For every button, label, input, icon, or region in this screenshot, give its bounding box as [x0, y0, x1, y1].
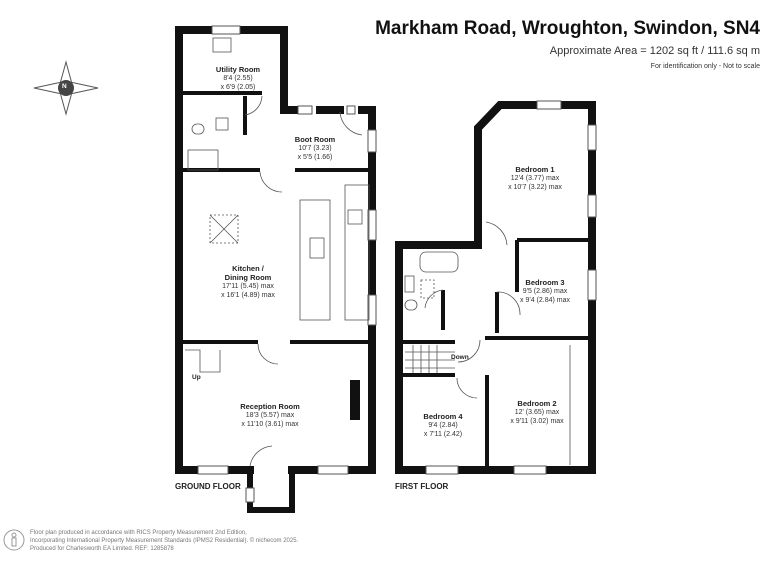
footer-credits: Floor plan produced in accordance with R… — [30, 530, 299, 552]
disclaimer-note: For identification only - Not to scale — [650, 63, 760, 70]
compass-icon — [33, 60, 99, 116]
person-logo-icon — [3, 529, 25, 551]
stairs-down-label: Down — [451, 354, 469, 361]
compass-label: N — [62, 83, 67, 90]
ground-floor-label: GROUND FLOOR — [175, 482, 241, 491]
first-fixtures — [404, 221, 571, 465]
ground-windows — [197, 25, 377, 503]
first-floor-label: FIRST FLOOR — [395, 482, 449, 491]
approximate-area: Approximate Area = 1202 sq ft / 111.6 sq… — [549, 45, 760, 57]
ground-fixtures — [185, 37, 370, 467]
stairs-up-label: Up — [192, 374, 201, 381]
page-title: Markham Road, Wroughton, Swindon, SN4 — [375, 18, 760, 39]
first-windows — [425, 100, 597, 475]
